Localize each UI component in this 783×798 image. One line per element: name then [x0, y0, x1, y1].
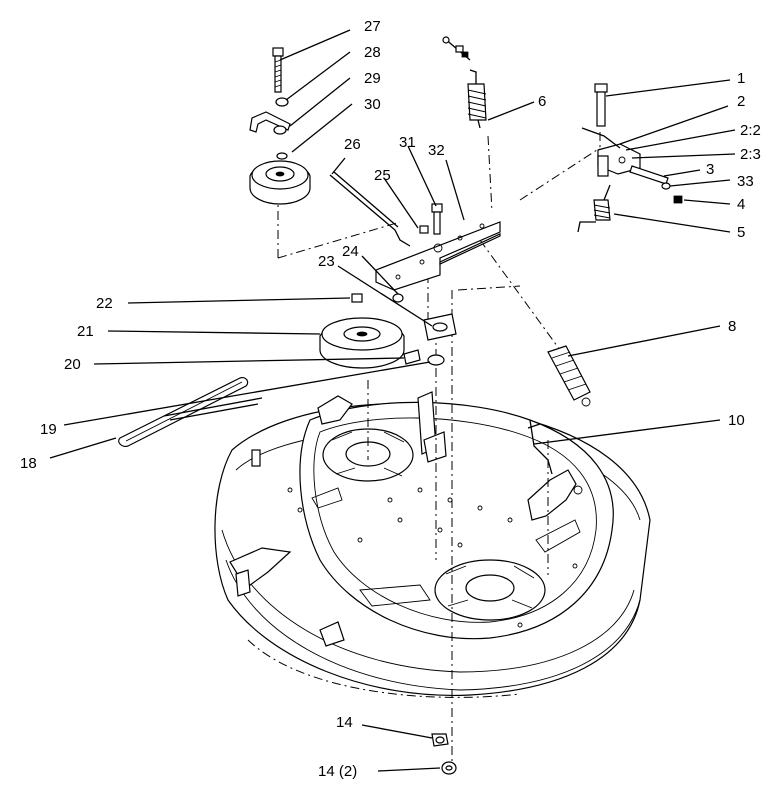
callout-2: 2 [737, 93, 745, 110]
callout-29: 29 [364, 70, 381, 87]
callout-33: 33 [737, 173, 754, 190]
part-8-spring [547, 345, 591, 407]
part-23-idler-bracket [423, 313, 457, 341]
callout-19: 19 [40, 421, 57, 438]
callout-32: 32 [428, 142, 445, 159]
part-21-pulley [319, 317, 405, 369]
part-30-idler-pulley [249, 152, 311, 205]
callout-22: 22 [96, 295, 113, 312]
callout-2-3: 2:3 [740, 146, 761, 163]
part-18-drive-belt [118, 377, 263, 447]
part-14-nut-pair [441, 761, 457, 775]
callout-26: 26 [344, 136, 361, 153]
callout-23: 23 [318, 253, 335, 270]
deck-hinge-bracket-right [527, 469, 577, 521]
callout-31: 31 [399, 134, 416, 151]
part-25-nut [419, 225, 429, 234]
part-20-bolt [403, 349, 421, 365]
callout-8: 8 [728, 318, 736, 335]
leader-lines [49, 29, 736, 772]
part-6-spring [467, 69, 487, 129]
callout-18: 18 [20, 455, 37, 472]
callout-labels: 27 28 29 30 26 31 32 25 6 1 2 2:2 2:3 3 … [20, 18, 761, 780]
assembly-center-lines [277, 132, 601, 770]
callout-6: 6 [538, 93, 546, 110]
callout-21: 21 [77, 323, 94, 340]
callout-24: 24 [342, 243, 359, 260]
part-5-spring [577, 184, 611, 233]
callout-30: 30 [364, 96, 381, 113]
callout-4: 4 [737, 196, 745, 213]
callout-14: 14 [336, 714, 353, 731]
part-32-idler-arm-plate [375, 221, 501, 291]
callout-2-2: 2:2 [740, 122, 761, 139]
part-26-rod [329, 171, 411, 247]
part-10-rod [529, 419, 553, 475]
part-24-locknut [392, 293, 404, 303]
mower-deck-shell [214, 395, 651, 698]
callout-25: 25 [374, 167, 391, 184]
part-3-bolt [629, 165, 669, 185]
callout-27: 27 [364, 18, 381, 35]
part-6-eyebolt [442, 36, 471, 61]
callout-28: 28 [364, 44, 381, 61]
callout-10: 10 [728, 412, 745, 429]
part-28-washer [275, 97, 289, 107]
part-1-bolt [594, 83, 608, 127]
part-29-belt-guide [249, 111, 291, 133]
part-31-shoulder-bolt [431, 203, 443, 235]
callout-3: 3 [706, 161, 714, 178]
part-27-bolt [272, 47, 284, 93]
part-4-nut [673, 195, 683, 204]
part-19-washer [427, 354, 445, 366]
part-33-washer [661, 182, 671, 190]
callout-20: 20 [64, 356, 81, 373]
callout-14-2: 14 (2) [318, 763, 357, 780]
part-22-nut [351, 293, 363, 303]
callout-5: 5 [737, 224, 745, 241]
callout-1: 1 [737, 70, 745, 87]
part-14-nut [431, 733, 449, 747]
